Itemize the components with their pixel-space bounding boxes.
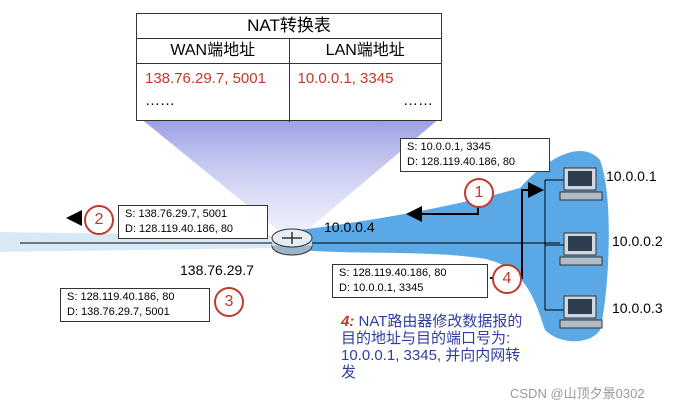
host-ip-1: 10.0.0.1 <box>606 168 657 184</box>
nat-table-beam <box>140 118 440 232</box>
packet-3-source: S: 128.119.40.186, 80 <box>67 291 175 303</box>
router-wan-ip: 138.76.29.7 <box>180 262 254 278</box>
host-icon-3 <box>559 295 603 329</box>
step-badge-1: 1 <box>464 178 494 208</box>
lan-network-area <box>300 151 609 342</box>
router-icon <box>271 228 313 256</box>
packet-1-dest: D: 128.119.40.186, 80 <box>407 156 516 168</box>
packet-box-4: S: 128.119.40.186, 80 D: 10.0.0.1, 3345 <box>332 264 488 298</box>
nat-col-lan: LAN端地址 <box>325 42 405 59</box>
step-badge-4: 4 <box>492 264 522 294</box>
step-4-number: 4: <box>341 313 355 330</box>
step-badge-2: 2 <box>84 205 114 235</box>
packet-3-dest: D: 138.76.29.7, 5001 <box>67 306 170 318</box>
host-ip-2: 10.0.0.2 <box>612 233 663 249</box>
packet-box-3: S: 128.119.40.186, 80 D: 138.76.29.7, 50… <box>60 288 210 322</box>
nat-row2-lan: …… <box>403 92 433 109</box>
step-badge-3: 3 <box>214 287 244 317</box>
host-ip-3: 10.0.0.3 <box>612 300 663 316</box>
packet-4-source: S: 128.119.40.186, 80 <box>339 267 447 279</box>
host-icon-1 <box>559 167 603 201</box>
step-4-text: NAT路由器修改数据报的目的地址与目的端口号为: 10.0.0.1, 3345,… <box>341 313 523 381</box>
router-lan-ip: 10.0.0.4 <box>324 219 375 235</box>
packet-box-2: S: 138.76.29.7, 5001 D: 128.119.40.186, … <box>118 205 268 239</box>
nat-row1-wan: 138.76.29.7, 5001 <box>145 70 266 87</box>
packet-2-dest: D: 128.119.40.186, 80 <box>125 223 234 235</box>
nat-row2-wan: …… <box>145 92 175 109</box>
nat-table-title: NAT转换表 <box>137 14 441 39</box>
packet-1-source: S: 10.0.0.1, 3345 <box>407 141 491 153</box>
nat-translation-table: NAT转换表 WAN端地址 LAN端地址 138.76.29.7, 5001 …… <box>136 13 442 122</box>
packet-2-source: S: 138.76.29.7, 5001 <box>125 208 228 220</box>
packet-box-1: S: 10.0.0.1, 3345 D: 128.119.40.186, 80 <box>400 138 550 172</box>
host-icon-2 <box>559 232 603 266</box>
step-4-description: 4: NAT路由器修改数据报的目的地址与目的端口号为: 10.0.0.1, 33… <box>341 313 531 381</box>
packet-4-dest: D: 10.0.0.1, 3345 <box>339 282 424 294</box>
nat-col-wan: WAN端地址 <box>137 39 290 63</box>
nat-row1-lan: 10.0.0.1, 3345 <box>297 70 394 87</box>
watermark: CSDN @山顶夕景0302 <box>510 386 645 401</box>
